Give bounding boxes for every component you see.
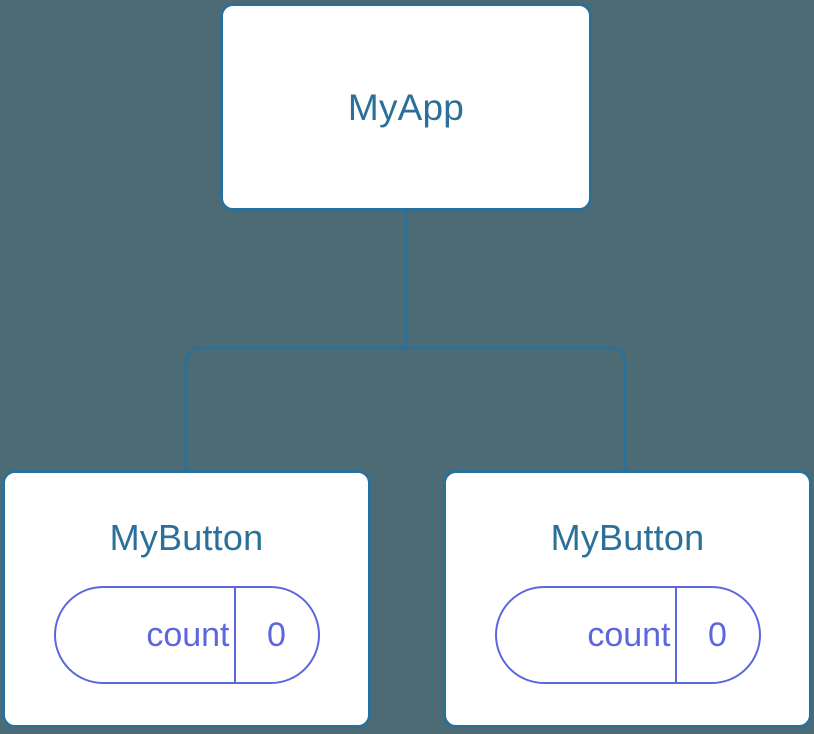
node-mybutton-0[interactable]: MyButton count 0 <box>2 470 371 728</box>
state-pill-0-value: 0 <box>233 588 318 682</box>
node-mybutton-1[interactable]: MyButton count 0 <box>443 470 812 728</box>
state-pill-1-value: 0 <box>674 588 759 682</box>
state-pill-0-key: count <box>146 616 230 654</box>
edge-branch-left <box>184 346 406 472</box>
node-myapp-label: MyApp <box>347 86 465 128</box>
node-myapp[interactable]: MyApp <box>220 3 592 211</box>
node-mybutton-1-label: MyButton <box>550 517 705 558</box>
edge-branch-right <box>406 346 627 472</box>
state-pill-1-key: count <box>587 616 671 654</box>
state-pill-0[interactable]: count 0 <box>53 586 320 684</box>
node-mybutton-1-body: MyButton count 0 <box>446 473 809 725</box>
state-pill-1[interactable]: count 0 <box>494 586 761 684</box>
node-mybutton-0-label: MyButton <box>109 517 264 558</box>
node-mybutton-0-body: MyButton count 0 <box>5 473 368 725</box>
